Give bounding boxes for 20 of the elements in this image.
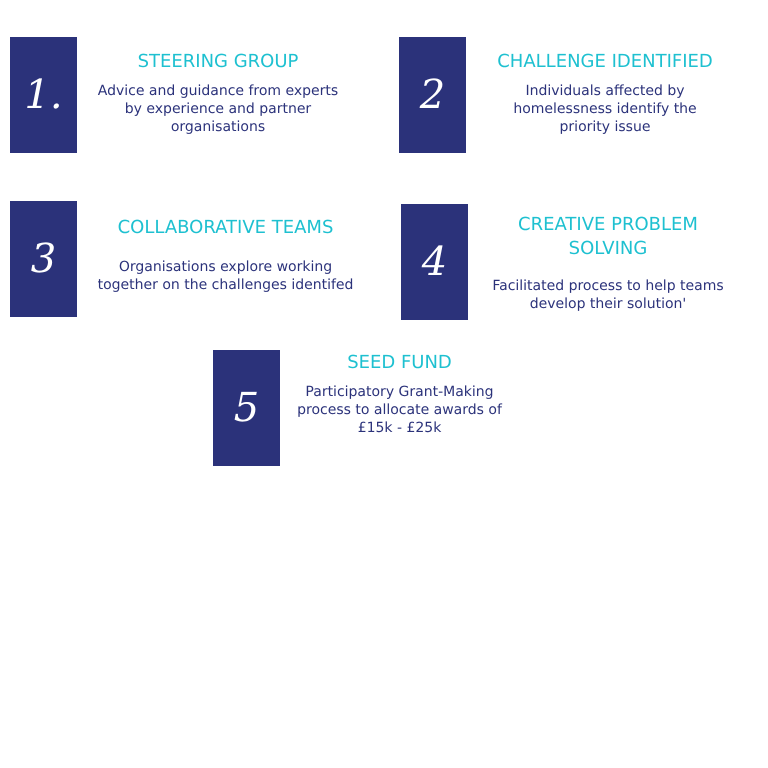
step-description: Facilitated process to help teams develop their solution' [491,277,725,313]
step-number: 3 [30,239,56,279]
step-number: 1. [24,75,63,115]
step-number: 5 [234,388,260,428]
step-description: Organisations explore working together on the challenges identifed [96,258,354,294]
number-block [399,37,466,153]
step-heading: SEED FUND [346,351,453,375]
number-block [401,204,468,320]
step-number: 2 [420,75,446,115]
step-heading: COLLABORATIVE TEAMS [116,216,334,240]
step-heading: CREATIVE PROBLEM SOLVING [517,213,699,261]
step-description: Individuals affected by homelessness identify the priority issue [512,82,698,136]
number-block [10,201,77,317]
number-block [10,37,77,153]
step-description: Advice and guidance from experts by experience and partner organisations [96,82,340,136]
step-number: 4 [422,242,448,282]
step-heading: STEERING GROUP [136,50,300,74]
number-block [213,350,280,466]
step-heading: CHALLENGE IDENTIFIED [496,50,714,74]
step-description: Participatory Grant-Making process to allocate awards of £15k - £25k [296,383,504,437]
